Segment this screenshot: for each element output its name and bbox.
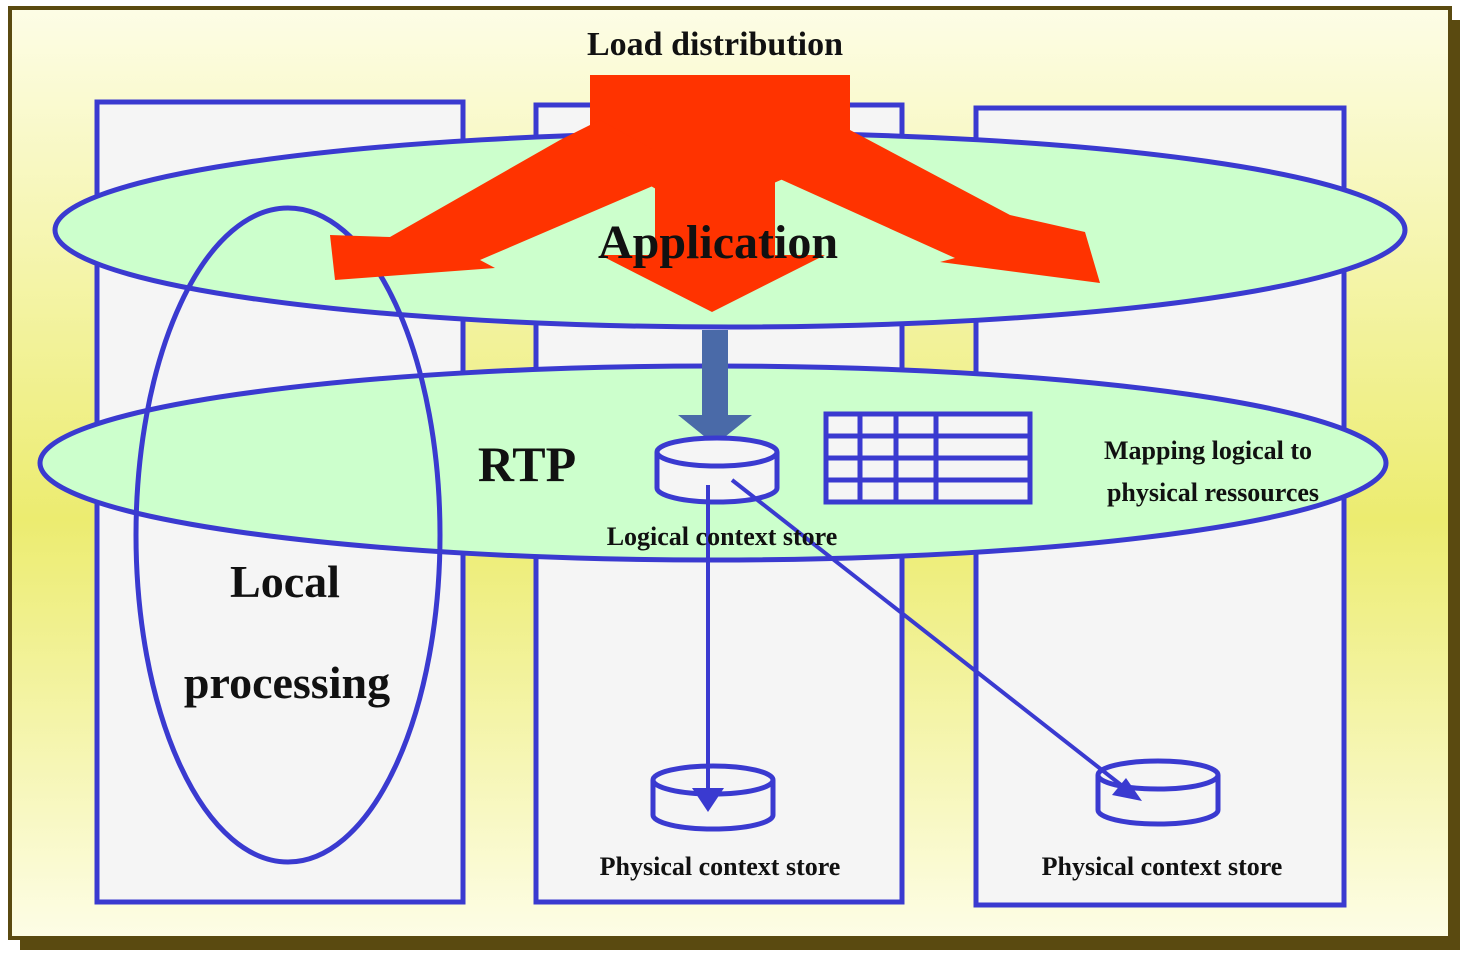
mapping-label-line2: physical ressources [1107, 478, 1319, 507]
physical-store-center-icon [650, 763, 776, 832]
load-distribution-arrow [330, 75, 1100, 312]
physical-store-right-label: Physical context store [1042, 852, 1283, 881]
logical-store-icon [654, 435, 780, 505]
mapping-table-icon [823, 411, 1033, 505]
application-to-store-arrow [678, 330, 752, 445]
local-label: Local [230, 556, 340, 607]
rtp-label: RTP [478, 436, 576, 492]
arrow-branch-left [330, 120, 690, 280]
connector-center [692, 485, 724, 812]
mapping-label-line1: Mapping logical to [1104, 436, 1312, 465]
application-label: Application [598, 216, 838, 269]
processing-label: processing [184, 657, 390, 708]
arrow-branch-center [600, 140, 825, 312]
connector-right [730, 478, 1142, 801]
load-distribution-label: Load distribution [587, 26, 843, 63]
arrow-branch-right [760, 130, 1100, 283]
physical-store-center-label: Physical context store [600, 852, 841, 881]
logical-store-label: Logical context store [607, 522, 838, 551]
local-processing-ellipse [133, 205, 443, 865]
